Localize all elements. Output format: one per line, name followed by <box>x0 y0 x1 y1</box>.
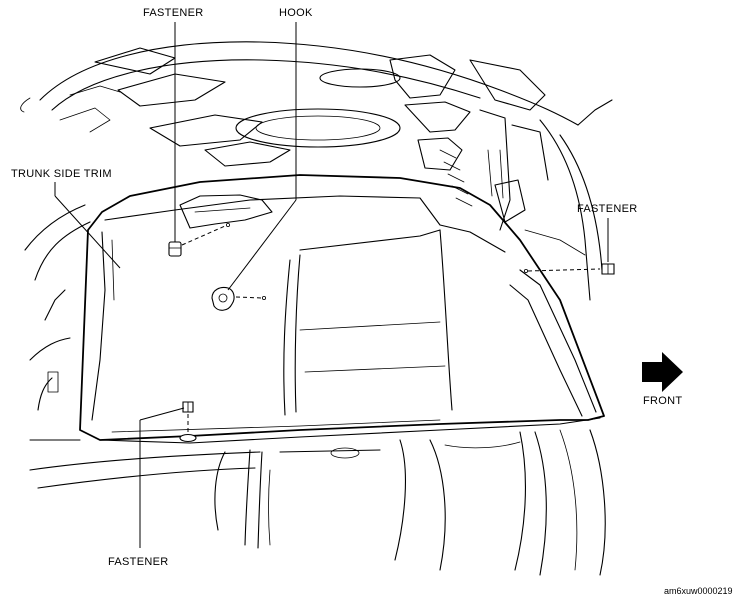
label-fastener-right: FASTENER <box>577 203 638 215</box>
label-fastener-bottom: FASTENER <box>108 556 169 568</box>
fastener-right <box>524 263 615 275</box>
figure-code: am6xuw0000219 <box>664 586 733 596</box>
label-front: FRONT <box>643 395 683 407</box>
hook-part <box>211 286 266 311</box>
leader-lines <box>54 22 609 548</box>
trunk-floor <box>29 429 606 576</box>
label-trunk-side-trim: TRUNK SIDE TRIM <box>11 168 112 180</box>
label-fastener-top: FASTENER <box>143 7 204 19</box>
trunk-side-trim-panel <box>79 174 605 444</box>
label-hook: HOOK <box>279 7 313 19</box>
rear-body-structure <box>20 41 613 301</box>
fastener-upper-left <box>168 222 230 257</box>
right-arrow-icon <box>642 352 683 392</box>
